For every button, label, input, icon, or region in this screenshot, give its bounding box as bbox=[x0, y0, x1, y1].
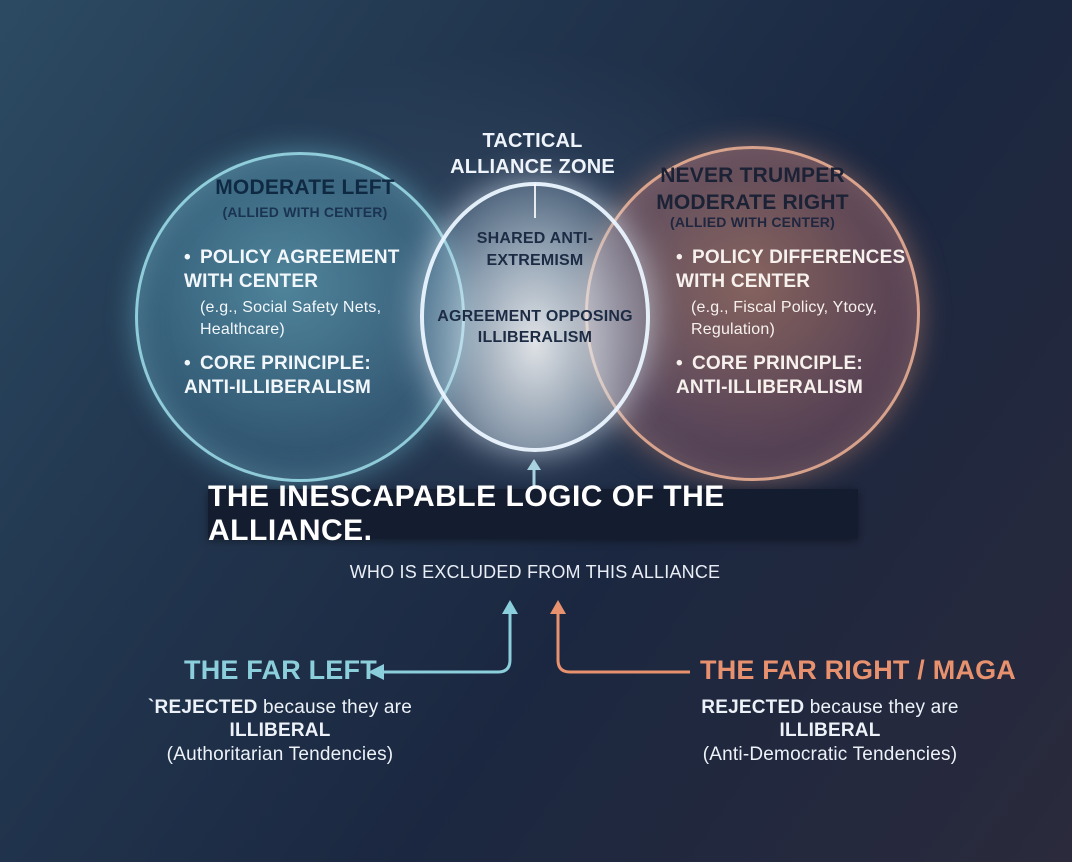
right-bullet-core-principle: •CORE PRINCIPLE: ANTI-ILLIBERALISM bbox=[676, 352, 906, 400]
left-bullet-policy-agreement: •POLICY AGREEMENT WITH CENTER bbox=[184, 246, 414, 294]
moderate-right-title: NEVER TRUMPER MODERATE RIGHT bbox=[620, 162, 885, 216]
far-left-arrow bbox=[368, 600, 518, 680]
excluded-title: WHO IS EXCLUDED FROM THIS ALLIANCE bbox=[349, 562, 721, 582]
left-bullet-core-principle: •CORE PRINCIPLE: ANTI-ILLIBERALISM bbox=[184, 352, 414, 400]
right-title-line2: MODERATE RIGHT bbox=[656, 191, 849, 214]
far-left-tendencies: (Authoritarian Tendencies) bbox=[166, 744, 394, 765]
bullet-icon: • bbox=[676, 247, 683, 268]
banner-text: THE INESCAPABLE LOGIC OF THE ALLIANCE. bbox=[208, 480, 725, 547]
far-left-rejected-word: `REJECTED bbox=[148, 697, 258, 718]
left-bullet1-example: (e.g., Social Safety Nets, Healthcare) bbox=[200, 299, 382, 338]
left-bullet1-text: POLICY AGREEMENT WITH CENTER bbox=[184, 247, 400, 292]
bullet-icon: • bbox=[184, 247, 191, 268]
far-left-title: THE FAR LEFT bbox=[184, 655, 377, 685]
far-left-rejected-line: `REJECTED because they are bbox=[130, 697, 430, 719]
right-bullet-policy-differences: •POLICY DIFFERENCES WITH CENTER bbox=[676, 246, 906, 294]
zone-divider-line bbox=[534, 184, 536, 218]
far-right-rejected-word: REJECTED bbox=[701, 697, 805, 718]
bullet-icon: • bbox=[676, 353, 683, 374]
agreement-opposing-illiberalism-label: AGREEMENT OPPOSING ILLIBERALISM bbox=[437, 308, 633, 346]
far-right-line1-rest: because they are bbox=[804, 697, 959, 718]
far-right-tendencies: (Anti-Democratic Tendencies) bbox=[702, 744, 958, 765]
moderate-left-circle bbox=[135, 152, 465, 482]
bullet-icon: • bbox=[184, 353, 191, 374]
far-right-rejected-line: REJECTED because they are bbox=[680, 697, 980, 719]
far-right-illiberal: ILLIBERAL bbox=[779, 720, 881, 741]
far-left-illiberal: ILLIBERAL bbox=[229, 720, 331, 741]
far-right-arrow bbox=[550, 600, 690, 674]
right-bullet1-text: POLICY DIFFERENCES WITH CENTER bbox=[676, 247, 906, 292]
left-bullet2-text: CORE PRINCIPLE: ANTI-ILLIBERALISM bbox=[184, 353, 372, 398]
right-bullet1-example: (e.g., Fiscal Policy, Ytocy, Regulation) bbox=[691, 299, 878, 338]
banner-up-arrow bbox=[527, 459, 541, 488]
main-banner: THE INESCAPABLE LOGIC OF THE ALLIANCE. bbox=[208, 480, 858, 547]
tactical-alliance-circle bbox=[420, 182, 650, 452]
moderate-left-subtitle: (ALLIED WITH CENTER) bbox=[222, 204, 388, 220]
right-title-line1: NEVER TRUMPER bbox=[660, 164, 845, 187]
shared-anti-extremism-label: SHARED ANTI-EXTREMISM bbox=[476, 230, 594, 269]
far-right-title: THE FAR RIGHT / MAGA bbox=[700, 655, 1016, 685]
tactical-zone-line2: ALLIANCE ZONE bbox=[450, 156, 615, 178]
right-bullet2-text: CORE PRINCIPLE: ANTI-ILLIBERALISM bbox=[676, 353, 864, 398]
far-left-line1-rest: because they are bbox=[257, 697, 412, 718]
tactical-zone-line1: TACTICAL bbox=[482, 130, 583, 152]
moderate-left-title: MODERATE LEFT bbox=[215, 176, 395, 199]
moderate-right-subtitle: (ALLIED WITH CENTER) bbox=[670, 214, 835, 230]
tactical-alliance-zone-label: TACTICAL ALLIANCE ZONE bbox=[440, 128, 625, 180]
